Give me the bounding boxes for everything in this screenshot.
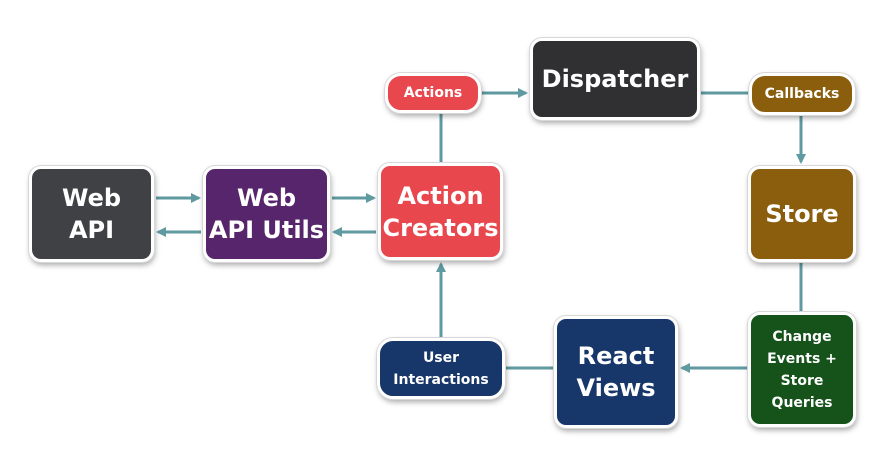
user-interactions-node: User Interactions: [377, 338, 505, 399]
store-node: Store: [748, 166, 856, 262]
change-events-store-queries-node: Change Events + Store Queries: [748, 312, 856, 427]
actions-node: Actions: [385, 73, 481, 113]
web-api-utils-node: Web API Utils: [203, 166, 330, 262]
action-creators-node: Action Creators: [378, 163, 503, 260]
web-api-node: Web API: [29, 166, 154, 262]
react-views-node: React Views: [554, 316, 678, 428]
dispatcher-node: Dispatcher: [530, 38, 700, 120]
callbacks-node: Callbacks: [749, 73, 855, 115]
